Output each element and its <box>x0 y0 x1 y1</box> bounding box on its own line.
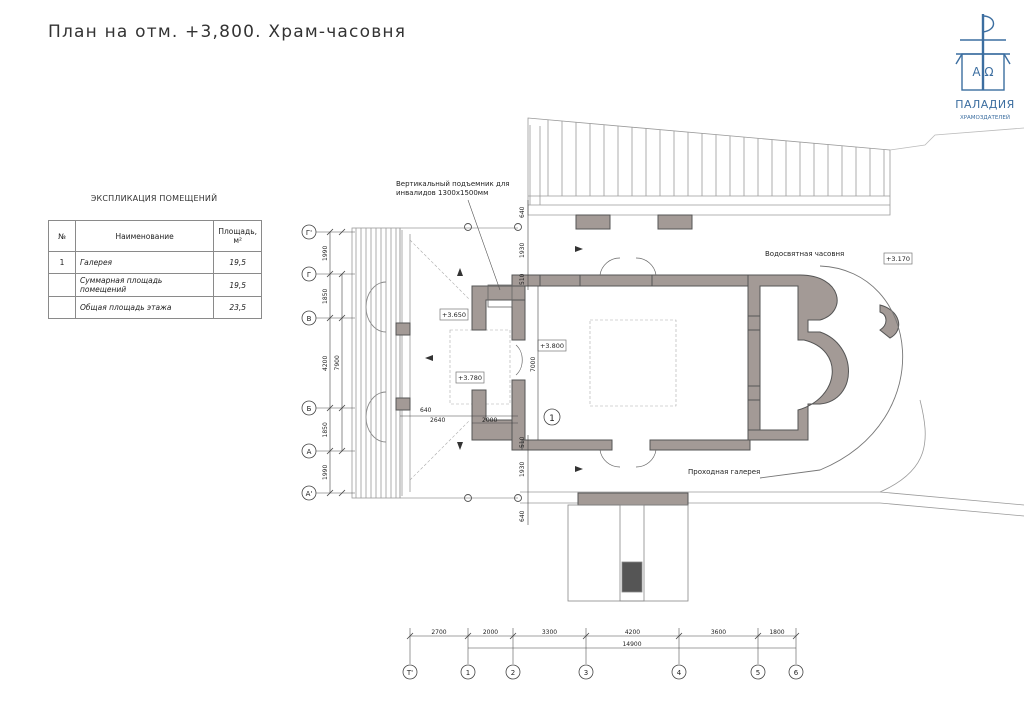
explication-header-name: Наименование <box>74 220 215 252</box>
dim-label: 510 <box>519 273 526 285</box>
dim-label: 1990 <box>322 246 329 261</box>
explication-table: № Наименование Площадь, м² 1 Галерея 19,… <box>48 220 262 319</box>
column-axis-label: 6 <box>794 669 799 677</box>
explication-header-row: № Наименование Площадь, м² <box>48 220 262 252</box>
dim-tick <box>509 632 517 640</box>
explication-cell-name: Суммарная площадь помещений <box>74 273 215 297</box>
dim-label-total: 14900 <box>622 641 641 648</box>
row-axis-label: А' <box>306 490 313 498</box>
dim-label: 3300 <box>542 629 557 636</box>
dim-tick <box>406 632 414 640</box>
dim-label: 2640 <box>430 417 445 424</box>
column-axis-bubble <box>402 664 418 680</box>
logo: А Ω ПАЛАДИЯ ХРАМОЗДАТЕЛЕЙ <box>955 14 1015 121</box>
column-axis-bubble <box>505 664 521 680</box>
lift-label-line1: Вертикальный подъемник для инвалидов 130… <box>396 180 512 197</box>
explication-row: Общая площадь этажа 23,5 <box>48 296 262 319</box>
row-axes: Г' Г В Б А А' 1990 1850 4200 1850 1990 7900 <box>301 224 355 501</box>
column-axis-label: Т' <box>406 669 413 677</box>
explication-cell-no <box>48 273 76 297</box>
dim-line <box>410 635 796 649</box>
column-axis-bubble <box>460 664 476 680</box>
upper-staircase <box>527 117 1024 216</box>
dim-label: 2000 <box>483 629 498 636</box>
columns <box>464 223 522 502</box>
lift-label-continued: инвалидов 1300х1500мм <box>396 189 488 197</box>
left-staircase <box>351 227 518 499</box>
row-axis-label: Г <box>307 271 311 279</box>
dim-tick <box>754 632 762 640</box>
explication-row: Суммарная площадь помещений 19,5 <box>48 273 262 297</box>
lift-leader <box>467 199 501 291</box>
level-mark: +3.170 <box>886 255 910 263</box>
row-axis-label: В <box>307 315 312 323</box>
level-mark: +3.780 <box>458 374 482 382</box>
row-axis-label: А <box>307 448 312 456</box>
dim-label: 510 <box>519 436 526 448</box>
lift-box <box>487 284 513 308</box>
dim-label: 1850 <box>322 289 329 304</box>
dim-label: 1850 <box>322 422 329 437</box>
level-mark: +3.800 <box>540 342 564 350</box>
room-marker <box>543 408 561 426</box>
column-axis-bubble <box>788 664 804 680</box>
dim-label: 640 <box>519 206 526 218</box>
column-axis-label: 3 <box>584 669 588 677</box>
explication-title: ЭКСПЛИКАЦИЯ ПОМЕЩЕНИЙ <box>90 194 218 203</box>
column-axis-bubble <box>750 664 766 680</box>
column-axes: Т' 1 2 3 4 5 6 2700 2000 3300 4200 3600 1800 14900 <box>402 628 804 680</box>
direction-arrows <box>425 246 583 472</box>
column-axis-label: 5 <box>756 669 760 677</box>
dim-label: 7000 <box>530 357 537 372</box>
page-title: План на отм. +3,800. Храм-часовня <box>48 22 407 42</box>
dim-label: 4200 <box>322 356 329 371</box>
dim-line <box>329 232 343 493</box>
explication-header-no: № <box>48 220 76 252</box>
lower-vestibule <box>567 504 689 602</box>
row-axis-label: Г' <box>306 229 312 237</box>
dim-label: 1800 <box>769 629 784 636</box>
dim-label: 640 <box>519 510 526 522</box>
walls <box>395 214 900 506</box>
chapel-label: Водосвятная часовня <box>765 250 844 258</box>
logo-brand: ПАЛАДИЯ <box>955 98 1015 111</box>
inner-dimensions: 640 2640 2000 7000 <box>400 286 539 440</box>
logo-subtitle: ХРАМОЗДАТЕЛЕЙ <box>960 114 1010 121</box>
dim-label: 7900 <box>334 355 341 370</box>
dim-label: 2000 <box>482 417 497 424</box>
bottom-vertical-dimensions: 510 1930 640 <box>519 435 529 525</box>
dim-label: 2700 <box>431 629 446 636</box>
column-axis-bubble <box>578 664 594 680</box>
dim-label: 3600 <box>711 629 726 636</box>
logo-letters: А Ω <box>972 65 993 79</box>
dim-tick <box>675 632 683 640</box>
dim-label: 640 <box>420 407 432 414</box>
column-axis-label: 2 <box>511 669 515 677</box>
explication-header-area: Площадь, м² <box>213 220 262 252</box>
door-swings <box>515 257 657 468</box>
level-marks: +3.650 +3.780 +3.800 +3.170 <box>439 252 913 384</box>
dim-label: 1990 <box>322 465 329 480</box>
room-marker-number: 1 <box>549 414 555 424</box>
column-axis-label: 1 <box>466 669 470 677</box>
dim-tick <box>582 632 590 640</box>
explication-row: 1 Галерея 19,5 <box>48 251 262 274</box>
dim-tick <box>464 632 472 640</box>
dim-tick <box>792 632 800 640</box>
top-vertical-dimensions: 640 1930 510 <box>519 200 529 290</box>
row-axis-label: Б <box>307 405 312 413</box>
lift-label: Вертикальный подъемник для <box>396 180 510 188</box>
explication-cell-name: Общая площадь этажа <box>74 296 215 319</box>
column-axis-bubble <box>671 664 687 680</box>
level-mark: +3.650 <box>442 311 466 319</box>
explication-cell-area: 23,5 <box>213 296 262 319</box>
dim-label: 1930 <box>519 462 526 477</box>
gallery-label: Проходная галерея <box>688 468 760 476</box>
chapel-arc <box>759 265 903 479</box>
dim-label: 1930 <box>519 243 526 258</box>
column-axis-label: 4 <box>677 669 682 677</box>
dim-label: 4200 <box>625 629 640 636</box>
left-apses <box>365 281 387 443</box>
